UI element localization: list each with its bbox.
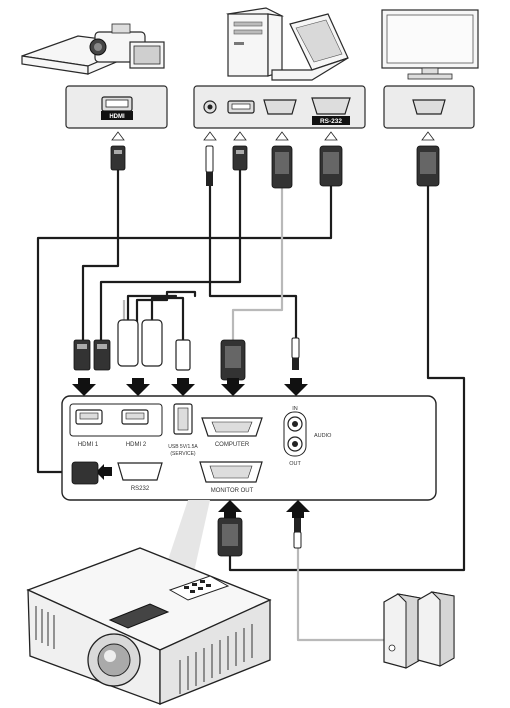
camcorder-port-panel: HDMI: [65, 85, 168, 129]
projector-port-panel: HDMI 1 HDMI 2 USB 5V/1.5A (SERVICE) COMP…: [61, 395, 437, 501]
audio-in-label: IN: [292, 406, 298, 412]
hdmi2-label: HDMI 2: [126, 442, 147, 448]
cables: [36, 166, 466, 642]
vga-port-icon: [263, 99, 297, 115]
monitor-icon: [381, 9, 479, 80]
projector-icon: [26, 547, 272, 705]
rs232-label: RS-232: [320, 118, 342, 125]
projector-down-arrows: [72, 378, 308, 396]
speakers-icon: [383, 591, 455, 669]
source-up-arrows: [111, 131, 435, 141]
audio-label: AUDIO: [314, 433, 332, 439]
audio-out-label: OUT: [289, 461, 301, 467]
rs232-port-icon: [311, 97, 351, 115]
projector-plugs: [73, 319, 300, 381]
vga-port-icon: [412, 99, 446, 115]
monitor-port-panel: [383, 85, 475, 129]
hdmi1-label: HDMI 1: [78, 442, 99, 448]
output-up-arrows: [217, 500, 310, 557]
hdmi-label: HDMI: [109, 114, 125, 120]
usb-label-line2: (SERVICE): [170, 451, 196, 457]
monitor-out-label: MONITOR OUT: [211, 488, 254, 494]
camcorder-dvd-icon: [21, 23, 165, 75]
rs232-port-icon: [117, 462, 163, 481]
computer-port-panel: RS-232: [193, 85, 366, 129]
rs232-port-label: RS232: [131, 486, 150, 492]
usb-dongle-icon: [117, 319, 139, 367]
computer-icon: [226, 7, 349, 81]
source-plugs: [110, 145, 440, 189]
computer-label: COMPUTER: [215, 442, 250, 448]
usb-label-line1: USB 5V/1.5A: [168, 444, 198, 450]
